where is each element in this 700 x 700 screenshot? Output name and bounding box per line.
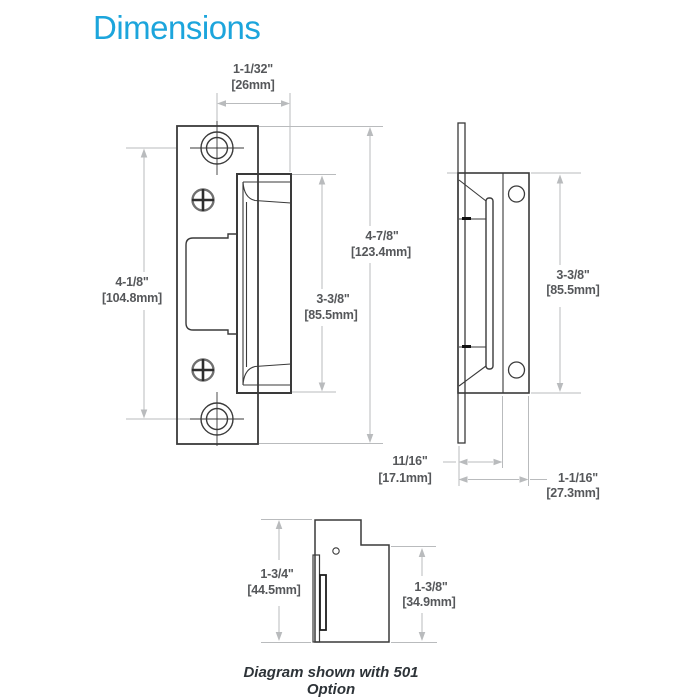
dim-hole-spacing-in: 4-1/8" (115, 275, 148, 289)
pilot-screw-hole-bottom (191, 358, 215, 382)
extension-lines (126, 93, 581, 643)
front-view (176, 121, 292, 446)
dim-faceplate-width-mm: [26mm] (231, 78, 274, 92)
keeper-outline (236, 173, 292, 394)
dim-hole-spacing-mm: [104.8mm] (102, 291, 162, 305)
keeper-ramp-lines (458, 179, 487, 387)
bottom-view (312, 519, 390, 643)
phillips-cross-icon (192, 359, 214, 381)
faceplate-edge (312, 554, 321, 643)
keeper-detail-lines (242, 181, 292, 386)
crosshair-icon (190, 392, 244, 446)
mount-hole-top (507, 185, 526, 203)
dim-overall-depth-mm: [27.3mm] (546, 486, 599, 500)
page-title: Dimensions (93, 9, 261, 46)
dim-overall-depth-in: 1-1/16" (558, 471, 598, 485)
pilot-screw-hole-top (191, 188, 215, 212)
dim-bottom-body-mm: [34.9mm] (402, 595, 455, 609)
dim-side-height-in: 3-3/8" (556, 268, 589, 282)
dim-keeper-height-mm: [85.5mm] (304, 308, 357, 322)
faceplate-edge (457, 122, 466, 444)
side-view (457, 122, 530, 444)
dim-overall-height-in: 4-7/8" (365, 229, 398, 243)
dimension-labels: 1-1/32" [26mm] 4-1/8" [104.8mm] 4-7/8" [… (102, 62, 600, 609)
crosshair-icon (190, 121, 244, 175)
wire-hole (332, 547, 340, 555)
latch-pocket (185, 233, 237, 335)
keeper-lip (319, 574, 327, 631)
mount-hole-bottom (507, 361, 526, 379)
faceplate-outline (176, 125, 259, 445)
cavity-pin-marks (462, 217, 471, 348)
dim-keeper-height-in: 3-3/8" (316, 292, 349, 306)
dim-side-height-mm: [85.5mm] (546, 283, 599, 297)
diagram-caption: Diagram shown with 501 Option (243, 664, 419, 698)
dimension-lines (143, 103, 561, 632)
phillips-cross-icon (192, 189, 214, 211)
dim-bottom-body-in: 1-3/8" (414, 580, 447, 594)
dim-overall-height-mm: [123.4mm] (351, 245, 411, 259)
dim-lip-depth-mm: [17.1mm] (378, 471, 431, 485)
dimension-annotations (126, 93, 581, 643)
dim-lip-depth-in: 11/16" (392, 454, 428, 468)
dim-faceplate-width-in: 1-1/32" (233, 62, 273, 76)
keeper-bar (485, 197, 494, 370)
mount-screw-hole-bottom (190, 392, 244, 446)
mount-screw-hole-top (190, 121, 244, 175)
dim-bottom-overall-in: 1-3/4" (260, 567, 293, 581)
cavity-lines (459, 218, 486, 348)
dim-bottom-overall-mm: [44.5mm] (247, 583, 300, 597)
